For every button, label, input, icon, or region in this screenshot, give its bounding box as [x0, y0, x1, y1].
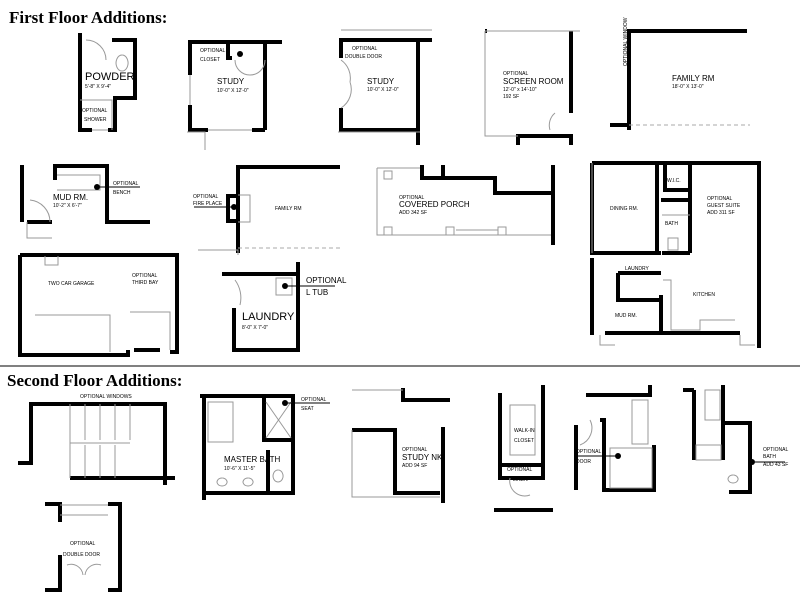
optional-window-label: OPTIONAL WINDOW: [623, 17, 629, 66]
plan-garage: TWO CAR GARAGE OPTIONAL THIRD BAY: [18, 253, 179, 357]
master-bath-dims: 10'-6" X 11'-5": [224, 466, 255, 472]
screen-room-area: 192 SF: [503, 94, 519, 100]
bench-label: BENCH: [113, 190, 131, 196]
optional-label: OPTIONAL: [132, 273, 158, 279]
plan-optional-door: OPTIONAL DOOR: [574, 385, 656, 492]
double-door-label: DOUBLE DOOR: [63, 552, 100, 558]
covered-porch-area: ADD 342 SF: [399, 210, 427, 216]
optional-label: OPTIONAL: [576, 449, 602, 455]
plan-optional-bath: OPTIONAL BATH ADD 43 SF: [683, 385, 789, 494]
plan-family-room-window: OPTIONAL WINDOW FAMILY RM 18'-0" X 13'-0…: [610, 17, 750, 130]
family-room-label: FAMILY RM: [275, 206, 302, 212]
powder-dims: 5'-8" X 9'-4": [85, 84, 111, 90]
plan-screen-room: OPTIONAL SCREEN ROOM 12'-0" x 14'-10" 19…: [484, 29, 580, 145]
door-label: DOOR: [576, 459, 591, 465]
optional-label: OPTIONAL: [503, 71, 529, 77]
plan-covered-porch: OPTIONAL COVERED PORCH ADD 342 SF: [376, 165, 555, 245]
shower-label: SHOWER: [84, 117, 107, 123]
plan-double-door: OPTIONAL DOUBLE DOOR: [45, 502, 122, 592]
plan-study-closet: OPTIONAL CLOSET STUDY 10'-0" X 12'-0": [187, 40, 282, 150]
guest-suite-label: GUEST SUITE: [707, 203, 741, 209]
optional-label: OPTIONAL: [707, 196, 733, 202]
bath-area: ADD 43 SF: [763, 462, 788, 468]
mud-room-dims: 10'-2" X 6'-7": [53, 203, 82, 209]
bath-label: BATH: [665, 221, 678, 227]
laundry-dims: 8'-0" X 7'-0": [242, 325, 268, 331]
master-bath-label: MASTER BATH: [224, 455, 281, 464]
optional-label: OPTIONAL: [113, 181, 139, 187]
optional-windows-label: OPTIONAL WINDOWS: [80, 394, 132, 400]
optional-label: OPTIONAL: [763, 447, 789, 453]
plan-study-nook: OPTIONAL STUDY NK ADD 94 SF: [351, 388, 450, 503]
plan-study-double-door: OPTIONAL DOUBLE DOOR STUDY 10'-0" X 12'-…: [338, 29, 432, 145]
walk-in-label: WALK-IN: [514, 428, 535, 434]
powder-label: POWDER: [85, 71, 135, 83]
family-room-dims: 18'-0" X 13'-0": [672, 84, 704, 90]
plan-master-bath: OPTIONAL SEAT MASTER BATH 10'-6" X 11'-5…: [200, 394, 330, 500]
study-nook-area: ADD 94 SF: [402, 463, 427, 469]
optional-label: OPTIONAL: [200, 48, 226, 54]
optional-label: OPTIONAL: [507, 467, 533, 473]
mud-room-label: MUD RM.: [615, 313, 637, 319]
family-room-label: FAMILY RM: [672, 74, 715, 83]
study-dims: 10'-0" X 12'-0": [367, 87, 399, 93]
seat-label: SEAT: [301, 406, 314, 412]
closet-label: CLOSET: [200, 57, 220, 63]
screen-room-dims: 12'-0" x 14'-10": [503, 87, 537, 93]
second-floor-heading: Second Floor Additions:: [7, 371, 182, 390]
plan-stairs-windows: OPTIONAL WINDOWS: [18, 394, 175, 485]
plan-guest-suite: DINING RM. W.I.C. BATH OPTIONAL GUEST SU…: [590, 161, 761, 348]
third-bay-label: THIRD BAY: [132, 280, 159, 286]
study-label: STUDY: [367, 77, 395, 86]
l-tub-label: L TUB: [306, 288, 328, 297]
plan-mud-room: MUD RM. 10'-2" X 6'-7" OPTIONAL BENCH: [20, 164, 150, 239]
dining-room-label: DINING RM.: [610, 206, 638, 212]
study-dims: 10'-0" X 12'-0": [217, 88, 249, 94]
fireplace-label: FIRE PLACE: [193, 201, 223, 207]
optional-label: OPTIONAL: [352, 46, 378, 52]
linen-label: LINEN: [513, 477, 528, 483]
laundry-label: LAUNDRY: [625, 266, 649, 272]
optional-label: OPTIONAL: [193, 194, 219, 200]
bath-label: BATH: [763, 454, 776, 460]
screen-room-label: SCREEN ROOM: [503, 77, 564, 86]
plan-laundry: OPTIONAL L TUB LAUNDRY 8'-0" X 7'-0": [222, 262, 347, 352]
plan-powder: POWDER 5'-8" X 9'-4" OPTIONAL SHOWER: [78, 33, 137, 132]
study-label: STUDY: [217, 77, 245, 86]
laundry-label: LAUNDRY: [242, 311, 295, 323]
first-floor-heading: First Floor Additions:: [9, 8, 167, 27]
double-door-label: DOUBLE DOOR: [345, 54, 382, 60]
plan-walk-in-closet: WALK-IN CLOSET OPTIONAL LINEN: [494, 385, 553, 512]
covered-porch-label: COVERED PORCH: [399, 200, 470, 209]
mud-room-label: MUD RM.: [53, 193, 88, 202]
garage-label: TWO CAR GARAGE: [48, 281, 95, 287]
optional-label: OPTIONAL: [82, 108, 108, 114]
study-nook-label: STUDY NK: [402, 453, 443, 462]
kitchen-label: KITCHEN: [693, 292, 715, 298]
plan-fireplace: OPTIONAL FIRE PLACE FAMILY RM: [193, 165, 343, 255]
guest-suite-area: ADD 311 SF: [707, 210, 735, 216]
optional-label: OPTIONAL: [70, 541, 96, 547]
optional-label: OPTIONAL: [306, 276, 347, 285]
optional-label: OPTIONAL: [402, 447, 428, 453]
optional-label: OPTIONAL: [399, 195, 425, 201]
closet-label: CLOSET: [514, 438, 534, 444]
wic-label: W.I.C.: [667, 178, 681, 184]
optional-label: OPTIONAL: [301, 397, 327, 403]
